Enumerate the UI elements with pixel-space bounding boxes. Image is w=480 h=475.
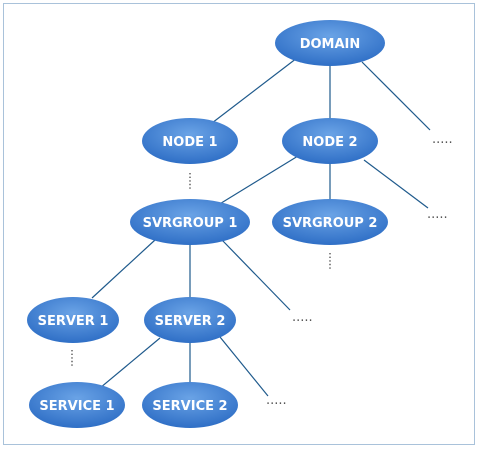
ellipsis-node2-more: .....: [427, 207, 448, 222]
node-label: SVRGROUP 1: [143, 216, 238, 231]
node-label: NODE 2: [302, 135, 357, 150]
edge-server2-service1: [99, 337, 161, 389]
node-server1: SERVER 1: [27, 297, 119, 343]
node-label: DOMAIN: [300, 37, 361, 52]
node-label: SERVICE 1: [39, 399, 114, 414]
edge-node2-svrgroup1: [217, 155, 299, 206]
edges: [91, 57, 431, 397]
node-service2: SERVICE 2: [142, 382, 238, 428]
node-svrgroup2: SVRGROUP 2: [272, 199, 388, 245]
node-svrgroup1: SVRGROUP 1: [130, 199, 250, 245]
node-server2: SERVER 2: [144, 297, 236, 343]
node-label: SVRGROUP 2: [283, 216, 378, 231]
edge-svrgroup1-more: [221, 239, 291, 311]
edge-domain-more: [361, 61, 431, 131]
edge-domain-node1: [211, 57, 298, 124]
node-label: SERVER 1: [38, 314, 109, 329]
edge-svrgroup1-server1: [91, 239, 156, 299]
node-node2: NODE 2: [282, 118, 378, 164]
node-node1: NODE 1: [142, 118, 238, 164]
node-label: NODE 1: [162, 135, 217, 150]
ellipsis-server2-more: .....: [266, 393, 287, 408]
edge-node2-more: [363, 159, 429, 209]
node-label: SERVICE 2: [152, 399, 227, 414]
edge-server2-more: [219, 336, 269, 397]
ellipsis-svrgroup1-more: .....: [292, 310, 313, 325]
node-label: SERVER 2: [155, 314, 226, 329]
ellipsis-domain-more: .....: [432, 132, 453, 147]
node-service1: SERVICE 1: [29, 382, 125, 428]
node-domain: DOMAIN: [275, 20, 385, 66]
